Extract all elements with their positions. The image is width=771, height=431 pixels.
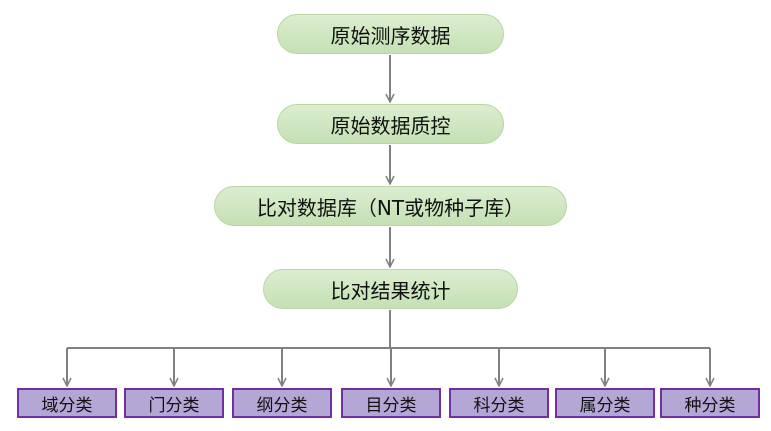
leaf-order: 目分类 — [341, 388, 441, 418]
step-align-database: 比对数据库（NT或物种子库） — [214, 186, 567, 226]
leaf-class: 纲分类 — [232, 388, 332, 418]
leaf-species: 种分类 — [660, 388, 760, 418]
leaf-genus: 属分类 — [555, 388, 655, 418]
leaf-phylum: 门分类 — [124, 388, 224, 418]
step-raw-sequencing-data: 原始测序数据 — [277, 14, 504, 54]
leaf-family: 科分类 — [449, 388, 549, 418]
step-alignment-statistics: 比对结果统计 — [263, 269, 518, 309]
step-raw-data-qc: 原始数据质控 — [277, 104, 504, 144]
leaf-domain: 域分类 — [17, 388, 117, 418]
